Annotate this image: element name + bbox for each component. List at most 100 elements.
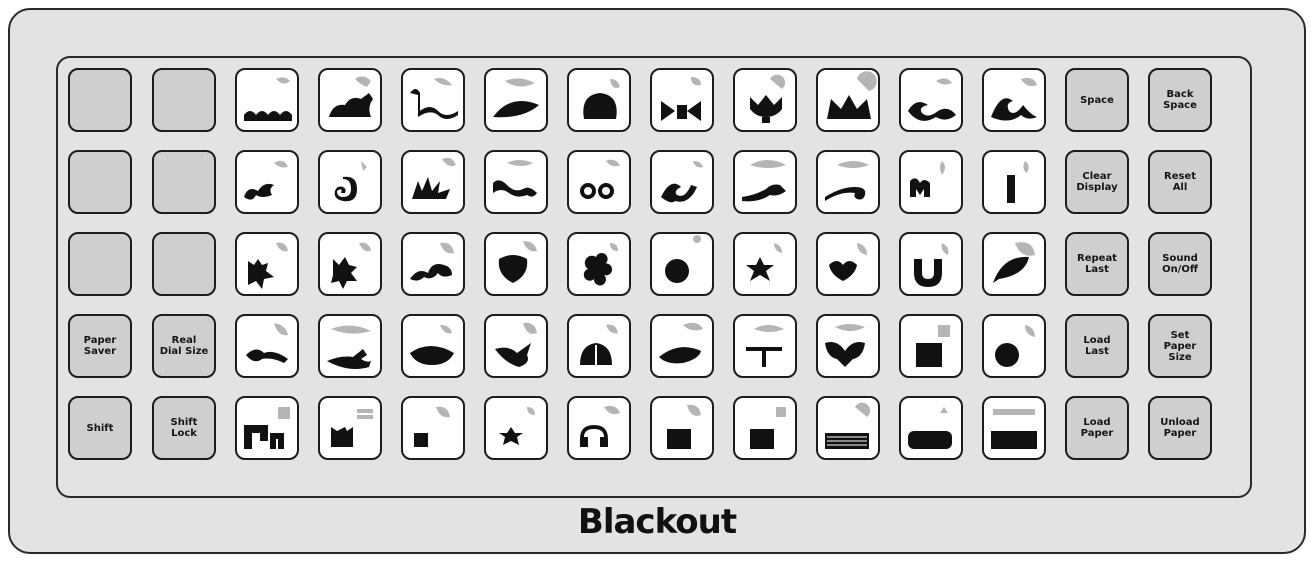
cat-creature-icon[interactable] <box>318 68 382 132</box>
bug-flower-icon <box>321 235 379 293</box>
double-loop-icon <box>570 153 628 211</box>
rounded-blob-icon <box>570 71 628 129</box>
banner-bar-icon[interactable] <box>982 396 1046 460</box>
fern-cluster-icon[interactable] <box>401 150 465 214</box>
space-key[interactable]: Space <box>1065 68 1129 132</box>
sprig-icon[interactable] <box>899 150 963 214</box>
rounded-blob-icon[interactable] <box>567 68 631 132</box>
fish-icon[interactable] <box>650 314 714 378</box>
dragonfly-small-icon[interactable] <box>733 314 797 378</box>
rounded-rect-icon[interactable] <box>899 396 963 460</box>
headphones-icon[interactable] <box>567 396 631 460</box>
tendril-icon[interactable] <box>816 150 880 214</box>
crown-icon[interactable] <box>816 68 880 132</box>
bracket-frame-icon[interactable] <box>318 396 382 460</box>
branch-border-icon[interactable] <box>235 68 299 132</box>
blank-key[interactable] <box>152 68 216 132</box>
shield-flower-icon <box>487 235 545 293</box>
feather-icon[interactable] <box>982 232 1046 296</box>
square-icon[interactable] <box>899 314 963 378</box>
bug-flower-icon[interactable] <box>318 232 382 296</box>
blank-key[interactable] <box>152 150 216 214</box>
bar-icon[interactable] <box>982 150 1046 214</box>
headphones-icon <box>570 399 628 457</box>
curl-icon[interactable] <box>982 68 1046 132</box>
butterfly-icon[interactable] <box>816 314 880 378</box>
tulip-icon[interactable] <box>733 68 797 132</box>
tulip-icon <box>736 71 794 129</box>
blank-key[interactable] <box>68 150 132 214</box>
bow-icon[interactable] <box>650 68 714 132</box>
dragonfly-icon[interactable] <box>235 314 299 378</box>
sprig-icon <box>902 153 960 211</box>
load-paper-key[interactable]: Load Paper <box>1065 396 1129 460</box>
double-loop-icon[interactable] <box>567 150 631 214</box>
ladybug-icon[interactable] <box>567 314 631 378</box>
five-petal-icon[interactable] <box>567 232 631 296</box>
wave-icon[interactable] <box>484 150 548 214</box>
load-paper-label: Load Paper <box>1079 417 1116 439</box>
flower-dot-icon[interactable] <box>484 396 548 460</box>
horseshoe-icon[interactable] <box>899 232 963 296</box>
fern-cluster-icon <box>404 153 462 211</box>
real-dial-size-label: Real Dial Size <box>158 335 211 357</box>
real-dial-size-key[interactable]: Real Dial Size <box>152 314 216 378</box>
round-flower-icon[interactable] <box>650 232 714 296</box>
bird-icon[interactable] <box>484 314 548 378</box>
cartridge-title: Blackout <box>0 502 1314 542</box>
arrow-branch-icon[interactable] <box>318 314 382 378</box>
curl-leaf-icon[interactable] <box>401 232 465 296</box>
load-last-key[interactable]: Load Last <box>1065 314 1129 378</box>
blank-key[interactable] <box>68 68 132 132</box>
load-last-label: Load Last <box>1081 335 1112 357</box>
vine-swirl-icon[interactable] <box>401 68 465 132</box>
bracket-frame-icon <box>321 399 379 457</box>
circle-icon[interactable] <box>982 314 1046 378</box>
lily-pad-icon[interactable] <box>401 314 465 378</box>
backspace-key[interactable]: Back Space <box>1148 68 1212 132</box>
sound-key[interactable]: Sound On/Off <box>1148 232 1212 296</box>
spiral-icon[interactable] <box>318 150 382 214</box>
square-icon <box>902 317 960 375</box>
sparkle-flower-icon[interactable] <box>235 232 299 296</box>
backspace-label: Back Space <box>1161 89 1199 111</box>
leafy-flower-icon[interactable] <box>816 232 880 296</box>
space-label: Space <box>1078 95 1116 106</box>
vine-swirl-icon <box>404 71 462 129</box>
five-petal-icon <box>570 235 628 293</box>
clear-display-key[interactable]: Clear Display <box>1065 150 1129 214</box>
filled-square-icon[interactable] <box>650 396 714 460</box>
fish-icon <box>653 317 711 375</box>
reset-all-key[interactable]: Reset All <box>1148 150 1212 214</box>
shift-lock-key[interactable]: Shift Lock <box>152 396 216 460</box>
shield-flower-icon[interactable] <box>484 232 548 296</box>
blank-key[interactable] <box>152 232 216 296</box>
swirl-dot-icon[interactable] <box>899 68 963 132</box>
swash-icon[interactable] <box>650 150 714 214</box>
small-block-icon[interactable] <box>401 396 465 460</box>
vine-leaf-icon <box>736 153 794 211</box>
blank-key[interactable] <box>68 232 132 296</box>
vine-leaf-icon[interactable] <box>733 150 797 214</box>
shift-key[interactable]: Shift <box>68 396 132 460</box>
curl-leaf-icon <box>404 235 462 293</box>
arrow-branch-icon <box>321 317 379 375</box>
paper-saver-key[interactable]: Paper Saver <box>68 314 132 378</box>
leaf-arc-icon <box>487 71 545 129</box>
greek-key-icon[interactable] <box>235 396 299 460</box>
lattice-icon[interactable] <box>816 396 880 460</box>
banner-bar-icon <box>985 399 1043 457</box>
sparkle-flower-icon <box>238 235 296 293</box>
repeat-last-label: Repeat Last <box>1075 253 1119 275</box>
crown-icon <box>819 71 877 129</box>
repeat-last-key[interactable]: Repeat Last <box>1065 232 1129 296</box>
small-square-icon[interactable] <box>733 396 797 460</box>
shift-label: Shift <box>85 423 116 434</box>
leaf-arc-icon[interactable] <box>484 68 548 132</box>
star-flower-icon[interactable] <box>733 232 797 296</box>
unload-paper-key[interactable]: Unload Paper <box>1148 396 1212 460</box>
cat-creature-icon <box>321 71 379 129</box>
set-paper-size-key[interactable]: Set Paper Size <box>1148 314 1212 378</box>
circle-icon <box>985 317 1043 375</box>
scroll-hook-icon[interactable] <box>235 150 299 214</box>
